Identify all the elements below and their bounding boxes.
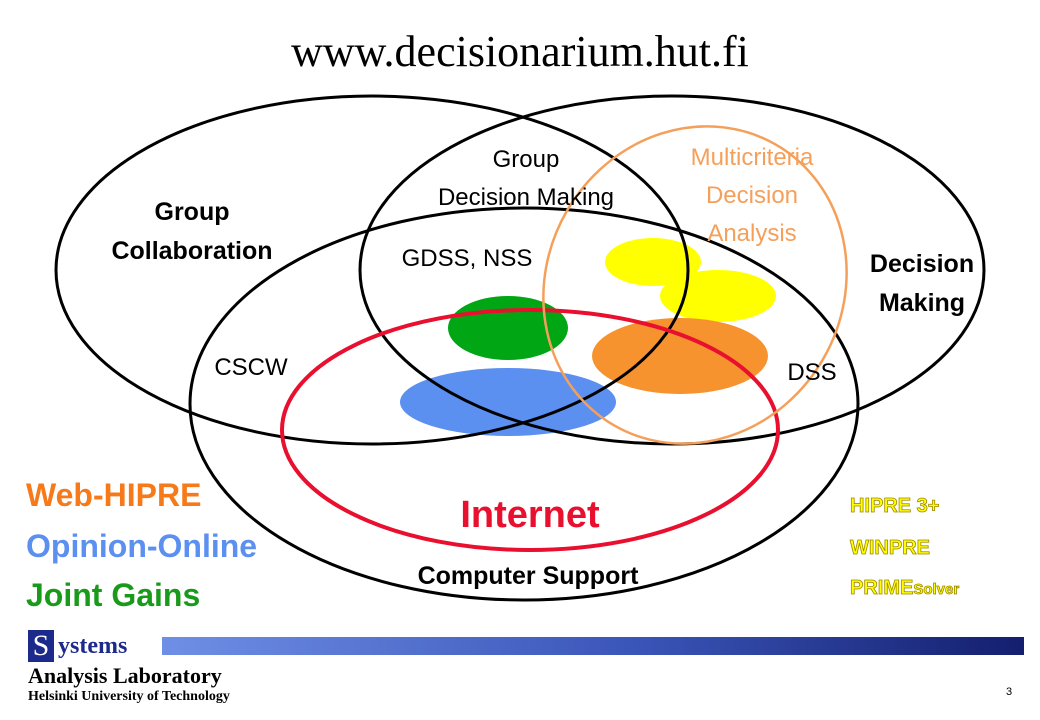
dss-label: DSS <box>787 359 836 386</box>
university-name: Helsinki University of Technology <box>28 689 230 704</box>
product-prime-main: PRIME <box>850 577 913 599</box>
multicriteria-label-2: Decision <box>706 182 798 209</box>
page-title: www.decisionarium.hut.fi <box>291 27 749 76</box>
product-winpre: WINPRE <box>850 537 930 559</box>
multicriteria-ellipse <box>542 125 848 445</box>
group-collaboration-label-2: Collaboration <box>111 237 272 265</box>
product-opinion-online: Opinion-Online <box>26 528 257 564</box>
orange-blob <box>592 318 768 394</box>
group-decision-making-label-2: Decision Making <box>438 184 614 211</box>
product-prime-solver: PRIMESolver <box>850 577 959 599</box>
right-product-list: HIPRE 3+ WINPRE PRIMESolver <box>850 495 960 600</box>
yellow-blob-2 <box>660 270 776 322</box>
product-hipre-3plus: HIPRE 3+ <box>850 495 939 517</box>
footer-bar <box>162 637 1024 655</box>
group-collaboration-ellipse <box>54 94 690 446</box>
multicriteria-label-1: Multicriteria <box>691 144 814 171</box>
logo-letter: S <box>28 630 54 662</box>
computer-support-ellipse <box>188 206 860 602</box>
decision-making-label-2: Making <box>879 289 965 317</box>
product-joint-gains: Joint Gains <box>26 577 200 613</box>
gdss-nss-label: GDSS, NSS <box>402 245 533 272</box>
logo-wordmark: ystems <box>58 633 128 659</box>
cscw-label: CSCW <box>214 354 288 381</box>
green-blob <box>448 296 568 360</box>
internet-ellipse <box>280 308 780 552</box>
decision-making-label-1: Decision <box>870 250 974 278</box>
multicriteria-label-3: Analysis <box>707 220 796 247</box>
lab-name: Analysis Laboratory <box>28 663 222 688</box>
yellow-blob-1 <box>605 238 701 286</box>
product-web-hipre: Web-HIPRE <box>26 477 201 513</box>
group-collaboration-label-1: Group <box>155 198 230 226</box>
page-number: 3 <box>1006 686 1013 698</box>
internet-label: Internet <box>460 494 600 536</box>
product-prime-sub: Solver <box>913 581 959 598</box>
blue-blob <box>400 368 616 436</box>
computer-support-label: Computer Support <box>418 562 639 590</box>
group-decision-making-label-1: Group <box>493 146 560 173</box>
